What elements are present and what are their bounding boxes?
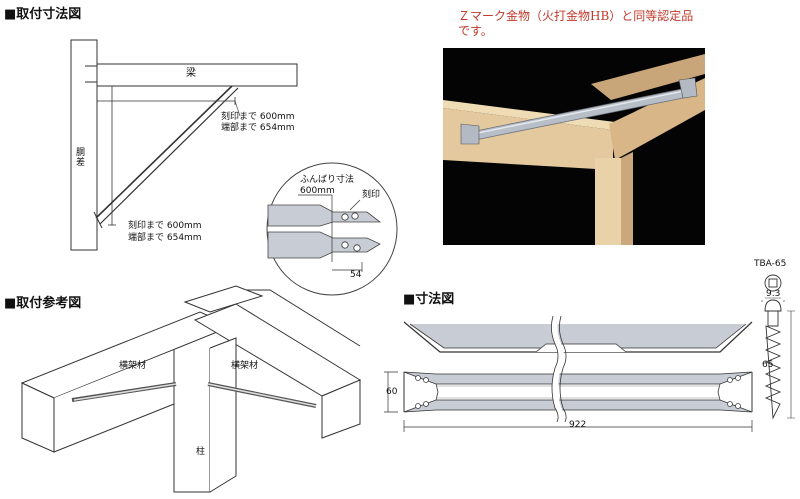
product-photo (443, 48, 705, 245)
reference-drawing (20, 285, 362, 493)
horizontal-member-left-label: 横架材 (119, 361, 147, 371)
horizontal-member-right-label: 横架材 (231, 361, 259, 371)
post-label: 柱 (196, 447, 206, 457)
pillar-label: 胴差 (76, 148, 86, 168)
stamp-label: 刻印 (362, 190, 381, 200)
heading-dimensions: ■寸法図 (403, 292, 455, 307)
brace-ends (93, 85, 240, 229)
screw-thread (764, 325, 782, 420)
detail-drawing (266, 162, 398, 296)
post-side (209, 337, 237, 493)
pillar-outline (70, 39, 98, 251)
beam-joint (85, 65, 98, 83)
certification-note: Ｚマーク金物（火打金物HB）と同等認定品 です。 (458, 9, 693, 39)
certification-note-line2: です。 (458, 24, 493, 38)
dimensions-drawing (384, 315, 753, 432)
bottom-mark-distance: 刻印まで 600mm (128, 221, 202, 231)
back-beam-top (183, 285, 264, 313)
screw-length-dimension: 65 (762, 360, 774, 370)
beam-outline (96, 63, 298, 87)
screw-drawing (761, 274, 795, 420)
screw-head (764, 299, 782, 312)
top-end-distance: 端部まで 654mm (221, 123, 295, 133)
post-front (173, 348, 211, 493)
height-dimension: 60 (386, 387, 398, 397)
bottom-end-distance: 端部まで 654mm (128, 233, 202, 243)
heading-install-dimensions: ■取付寸法図 (4, 7, 82, 22)
certification-note-line1: Ｚマーク金物（火打金物HB）と同等認定品 (458, 9, 694, 23)
spread-label: ふんばり寸法 (300, 175, 355, 185)
screw-model: TBA-65 (754, 259, 787, 269)
brace-line-inner (99, 87, 239, 225)
brace-line-outer (95, 85, 233, 219)
photo-scene (443, 48, 705, 245)
spread-value: 600mm (300, 186, 335, 196)
right-beam-end (321, 379, 361, 439)
screw-head-dimension: 9.3 (766, 289, 781, 299)
beam-label: 梁 (186, 68, 196, 79)
top-mark-distance: 刻印まで 600mm (221, 112, 295, 122)
heading-install-reference: ■取付参考図 (4, 296, 82, 311)
detail-dimension: 54 (350, 270, 362, 280)
install-dimensions-drawing (70, 39, 298, 251)
length-dimension: 922 (569, 420, 587, 430)
